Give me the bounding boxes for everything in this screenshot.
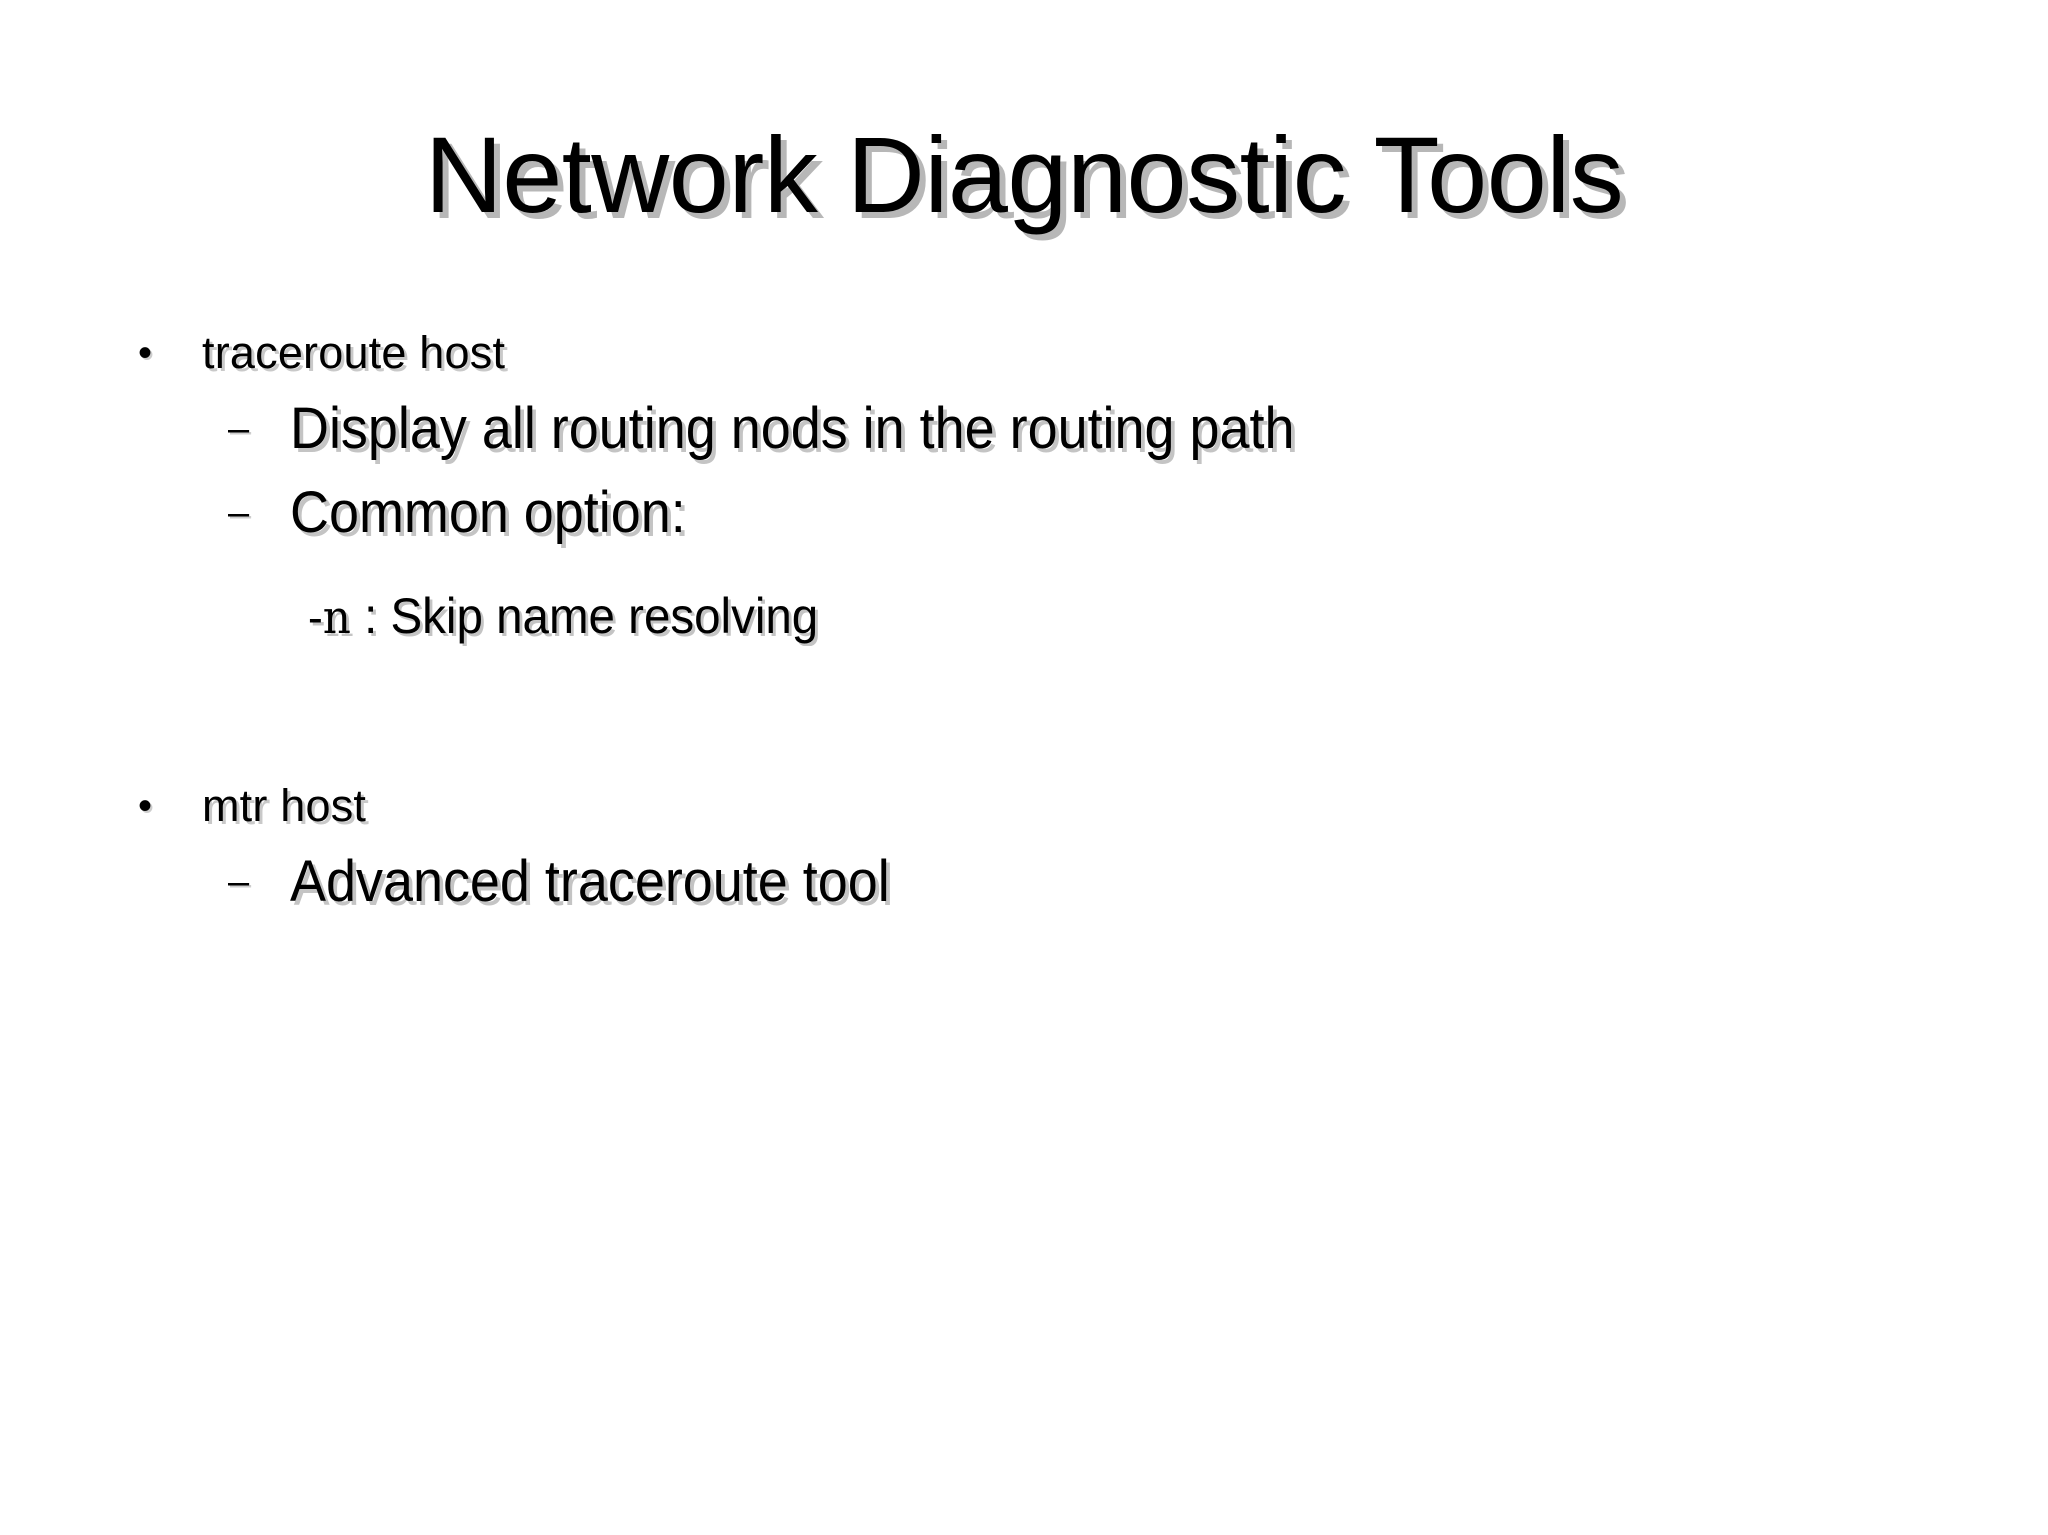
bullet-level1-text: traceroute host (202, 327, 506, 378)
option-flag-n: -n (308, 590, 351, 644)
bullet-dash-icon: – (228, 861, 250, 903)
bullet-level2-advanced-traceroute: – Advanced traceroute tool (0, 846, 2048, 918)
bullet-level3-text: -n : Skip name resolving (308, 583, 818, 650)
bullet-dot-icon: • (138, 331, 153, 375)
bullet-level1-traceroute: • traceroute host (0, 325, 2048, 381)
bullet-dash-icon: – (228, 492, 250, 534)
bullet-dash-icon: – (228, 408, 250, 450)
bullet-level3-skip-name-resolving: -n : Skip name resolving (0, 583, 2048, 650)
slide-title: Network Diagnostic Tools (424, 114, 1624, 235)
bullet-level2-text: Display all routing nods in the routing … (290, 396, 1295, 461)
bullet-level2-text: Advanced traceroute tool (290, 849, 890, 914)
bullet-level2-common-option: – Common option: (0, 477, 2048, 549)
bullet-dot-icon: • (138, 784, 153, 828)
bullet-level1-mtr: • mtr host (0, 778, 2048, 834)
bullet-level2-display-routing: – Display all routing nods in the routin… (0, 393, 2048, 465)
bullet-level2-text: Common option: (290, 480, 686, 545)
section-spacer (0, 650, 2048, 778)
bullet-level1-text: mtr host (202, 780, 367, 831)
slide-body: • traceroute host – Display all routing … (0, 325, 2048, 918)
option-flag-description: : Skip name resolving (350, 588, 819, 644)
